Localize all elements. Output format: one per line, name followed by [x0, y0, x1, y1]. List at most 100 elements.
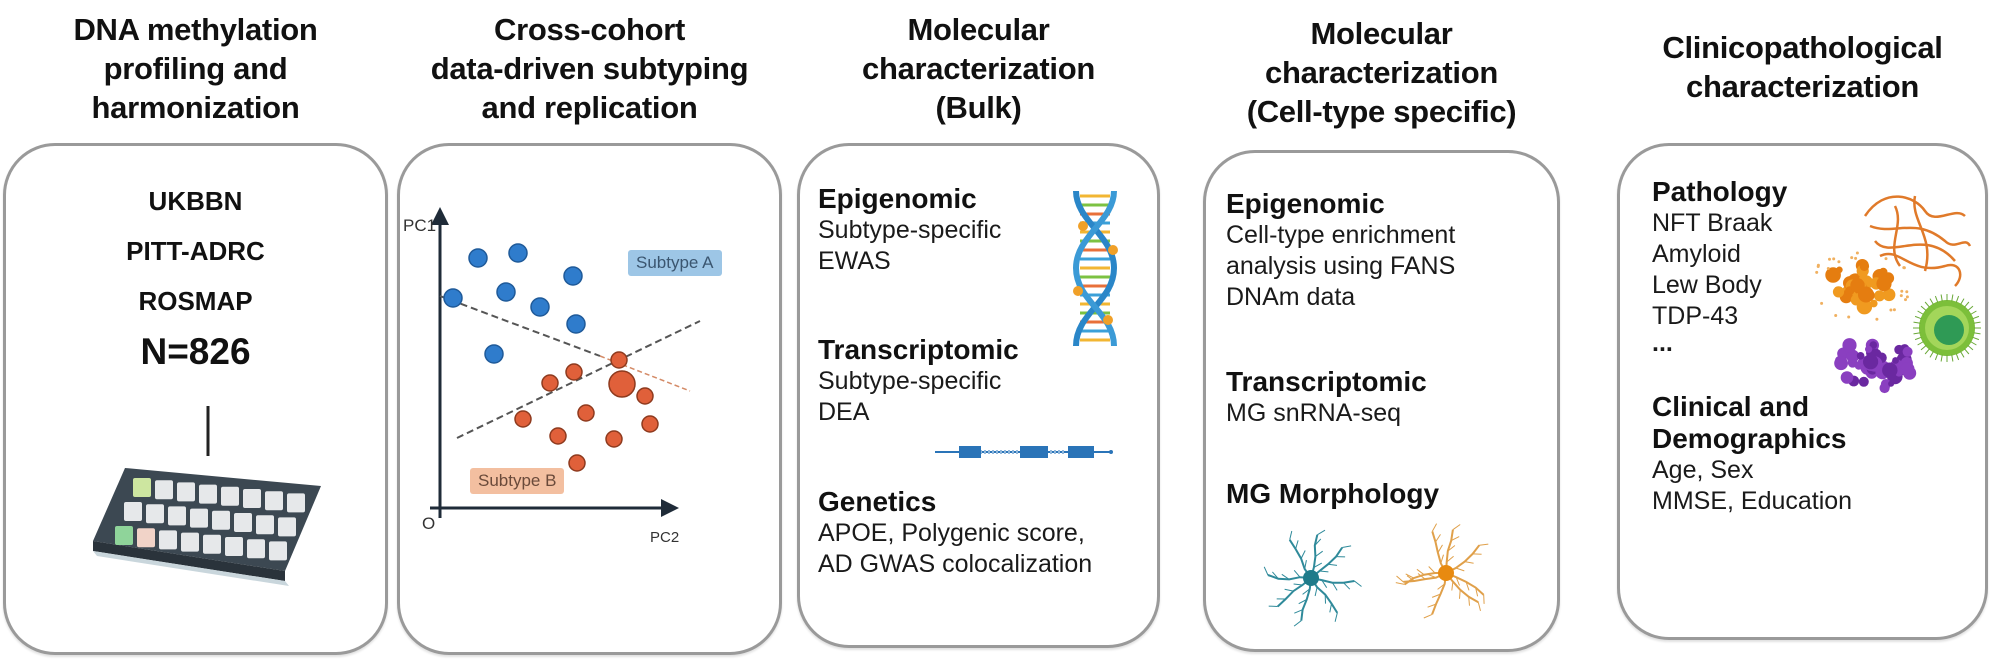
microglia-branch	[1477, 602, 1481, 612]
subtype-a-point	[443, 288, 463, 308]
section-title: Epigenomic	[818, 183, 977, 214]
array-cell	[212, 510, 230, 530]
lewy-fiber	[1973, 332, 1981, 335]
array-cell	[225, 537, 243, 556]
amyloid-dot	[1905, 295, 1909, 299]
lewy-fiber	[1920, 345, 1927, 351]
subtype-b-point	[541, 374, 559, 392]
section-line: DNAm data	[1226, 283, 1356, 311]
microglia-branch	[1464, 561, 1474, 564]
subtype-b-point	[565, 363, 583, 381]
microglia-branch	[1451, 581, 1454, 591]
pc2-axis-label: PC2	[650, 529, 680, 546]
subtype-b-point	[549, 427, 567, 445]
section-line: Lew Body	[1652, 271, 1762, 299]
tau-tangle-icon	[1863, 195, 1972, 287]
microglia-branch	[1431, 523, 1438, 532]
methylation-array-icon	[93, 406, 321, 586]
microglia-branch	[1317, 529, 1326, 536]
amyloid-dot	[1850, 256, 1854, 260]
lewy-fiber	[1934, 353, 1939, 361]
lewy-fiber	[1970, 341, 1977, 346]
section-mg-morphology: MG Morphology	[1226, 478, 1439, 510]
array-cell	[221, 486, 239, 506]
section-line: Age, Sex	[1652, 456, 1754, 484]
array-cell	[168, 506, 186, 526]
lewy-fiber	[1970, 310, 1977, 315]
section-transcriptomic-bulk: Transcriptomic Subtype-specific DEA	[818, 334, 1019, 428]
tdp43-blob	[1900, 362, 1915, 377]
tdp43-blob	[1834, 356, 1848, 371]
section-title: Epigenomic	[1226, 188, 1385, 219]
microglia-branch	[1428, 566, 1436, 574]
subtype-a-point	[530, 297, 550, 317]
microglia-branch	[1314, 587, 1318, 597]
subtype-b-point	[610, 351, 628, 369]
pca-scatter-plot	[430, 207, 701, 518]
panel-methylation-profiling: UKBBN PITT-ADRC ROSMAP N=826	[3, 143, 388, 655]
section-line: DEA	[818, 398, 870, 426]
tdp43-blob	[1894, 344, 1904, 355]
panel-clinicopathological: Pathology NFT Braak Amyloid Lew Body TDP…	[1617, 143, 1988, 640]
header-line: harmonization	[91, 90, 300, 125]
tdp43-blob	[1856, 352, 1865, 360]
amyloid-dot	[1904, 298, 1907, 302]
microglia-branch	[1300, 550, 1306, 559]
array-cell	[278, 517, 296, 537]
section-epigenomic-bulk: Epigenomic Subtype-specific EWAS	[818, 183, 1001, 277]
microglia-branch	[1334, 612, 1338, 622]
array-cell	[137, 528, 155, 548]
panel-subtyping: PC1 PC2 O Subtype A Subtype B	[397, 143, 782, 655]
section-epigenomic-celltype: Epigenomic Cell-type enrichment analysis…	[1226, 188, 1455, 313]
amyloid-dot	[1855, 251, 1859, 255]
microglia-branch	[1293, 620, 1302, 627]
subtype-b-point	[608, 370, 636, 398]
amyloid-dot	[1832, 257, 1836, 261]
lewy-fiber	[1913, 321, 1921, 324]
array-cell	[247, 539, 265, 559]
amyloid-dot	[1828, 257, 1831, 261]
microglia-branch	[1396, 575, 1404, 583]
amyloid-blob	[1832, 286, 1845, 298]
section-transcriptomic-celltype: Transcriptomic MG snRNA-seq	[1226, 366, 1427, 429]
lewy-fiber	[1973, 321, 1981, 324]
amyloid-dot	[1905, 290, 1909, 294]
microglia-branch	[1328, 563, 1338, 566]
lewy-fiber	[1934, 295, 1939, 303]
lewy-fiber	[1972, 315, 1980, 320]
tdp43-blob	[1892, 357, 1899, 364]
section-title: Genetics	[818, 486, 937, 517]
subtype-a-label: Subtype A	[628, 250, 722, 276]
microglia-branch	[1329, 603, 1332, 613]
tdp43-blob	[1842, 338, 1857, 353]
amyloid-blob	[1859, 261, 1870, 271]
subtype-b-label: Subtype B	[470, 468, 565, 494]
array-cell	[133, 478, 151, 497]
pc1-axis-label: PC1	[403, 216, 437, 235]
tdp43-blob	[1888, 380, 1895, 387]
microglia-branch	[1452, 524, 1461, 531]
amyloid-dot	[1847, 315, 1851, 319]
section-line: APOE, Polygenic score,	[818, 519, 1085, 547]
header-line: data-driven subtyping	[430, 51, 749, 86]
lewy-fiber	[1964, 301, 1970, 308]
section-pathology: Pathology NFT Braak Amyloid Lew Body TDP…	[1652, 176, 1787, 356]
amyloid-dot	[1826, 267, 1830, 270]
microglia-branch	[1342, 545, 1352, 548]
microglia-branch	[1468, 596, 1470, 606]
cohort-rosmap: ROSMAP	[138, 286, 253, 316]
amyloid-blob	[1876, 276, 1892, 292]
subtype-a-point	[468, 248, 488, 268]
amyloid-dot	[1884, 257, 1888, 261]
header-line: characterization	[1265, 55, 1498, 90]
header-line: Cross-cohort	[493, 12, 686, 47]
amyloid-dot	[1816, 263, 1820, 267]
tdp43-blob	[1854, 361, 1863, 370]
microglia-branch	[1332, 582, 1338, 591]
dna-helix-icon	[1072, 191, 1118, 346]
header-methylation-profiling: DNA methylation profiling and harmonizat…	[3, 10, 388, 127]
subtype-a-point	[484, 344, 504, 364]
array-cell	[177, 482, 195, 502]
amyloid-dot	[1900, 289, 1904, 293]
microglia-branch	[1479, 543, 1489, 546]
